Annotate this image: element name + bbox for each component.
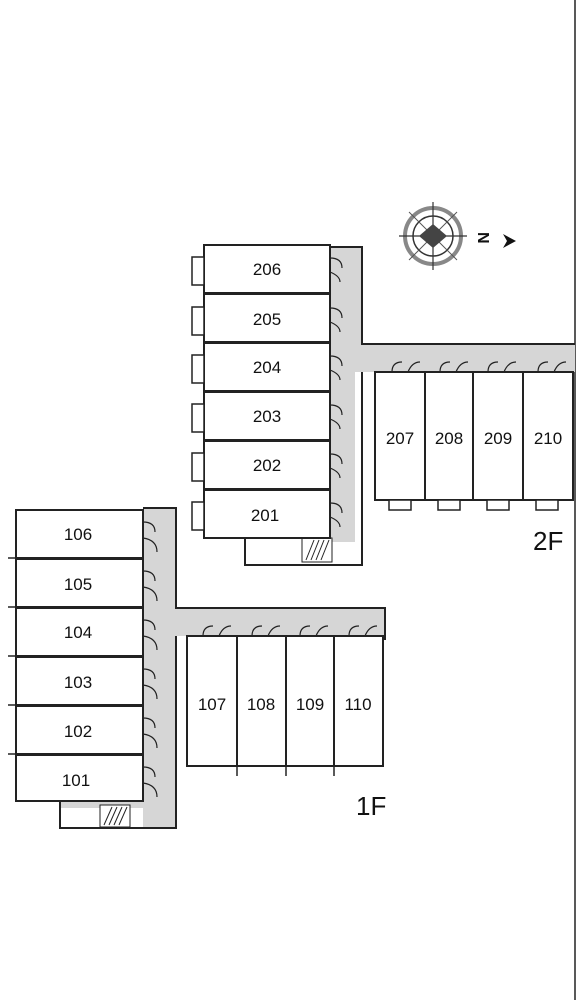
unit-207: 207 bbox=[374, 361, 426, 511]
unit-label: 203 bbox=[253, 407, 281, 426]
unit-label: 109 bbox=[296, 695, 324, 714]
unit-105: 105 bbox=[8, 558, 158, 608]
unit-109: 109 bbox=[285, 625, 335, 776]
unit-label: 207 bbox=[386, 429, 414, 448]
unit-203: 203 bbox=[191, 391, 343, 441]
unit-104: 104 bbox=[8, 607, 158, 657]
unit-label: 103 bbox=[64, 673, 92, 692]
floor-1f: 106 105 104 103 102 10 bbox=[8, 507, 386, 829]
floor-label-1f: 1F bbox=[356, 791, 386, 821]
unit-103: 103 bbox=[8, 656, 158, 706]
unit-label: 102 bbox=[64, 722, 92, 741]
unit-205: 205 bbox=[191, 293, 343, 343]
unit-label: 206 bbox=[253, 260, 281, 279]
unit-label: 107 bbox=[198, 695, 226, 714]
compass-icon: N bbox=[399, 202, 516, 270]
stair-1f bbox=[99, 804, 131, 828]
unit-label: 101 bbox=[62, 771, 90, 790]
unit-label: 205 bbox=[253, 310, 281, 329]
unit-label: 106 bbox=[64, 525, 92, 544]
unit-label: 108 bbox=[247, 695, 275, 714]
unit-210: 210 bbox=[522, 361, 574, 511]
unit-108: 108 bbox=[236, 625, 287, 776]
unit-110: 110 bbox=[333, 625, 384, 767]
unit-206: 206 bbox=[191, 244, 343, 294]
floor-2f: 206 205 204 203 202 bbox=[191, 244, 575, 566]
unit-107: 107 bbox=[186, 625, 238, 776]
unit-label: 202 bbox=[253, 456, 281, 475]
unit-label: 201 bbox=[251, 506, 279, 525]
unit-102: 102 bbox=[8, 705, 158, 755]
compass-north-letter: N bbox=[474, 232, 491, 244]
unit-label: 105 bbox=[64, 575, 92, 594]
stair-2f bbox=[301, 537, 333, 563]
unit-label: 210 bbox=[534, 429, 562, 448]
unit-201: 201 bbox=[191, 489, 343, 539]
unit-209: 209 bbox=[472, 361, 524, 511]
unit-label: 208 bbox=[435, 429, 463, 448]
unit-208: 208 bbox=[424, 361, 474, 511]
unit-label: 104 bbox=[64, 623, 92, 642]
corridor-2f bbox=[330, 247, 575, 542]
unit-106: 106 bbox=[8, 509, 158, 559]
unit-label: 110 bbox=[344, 695, 371, 714]
unit-101: 101 bbox=[15, 754, 158, 802]
floor-label-2f: 2F bbox=[533, 526, 563, 556]
unit-202: 202 bbox=[191, 440, 343, 490]
unit-204: 204 bbox=[191, 342, 343, 392]
unit-label: 204 bbox=[253, 358, 281, 377]
unit-label: 209 bbox=[484, 429, 512, 448]
